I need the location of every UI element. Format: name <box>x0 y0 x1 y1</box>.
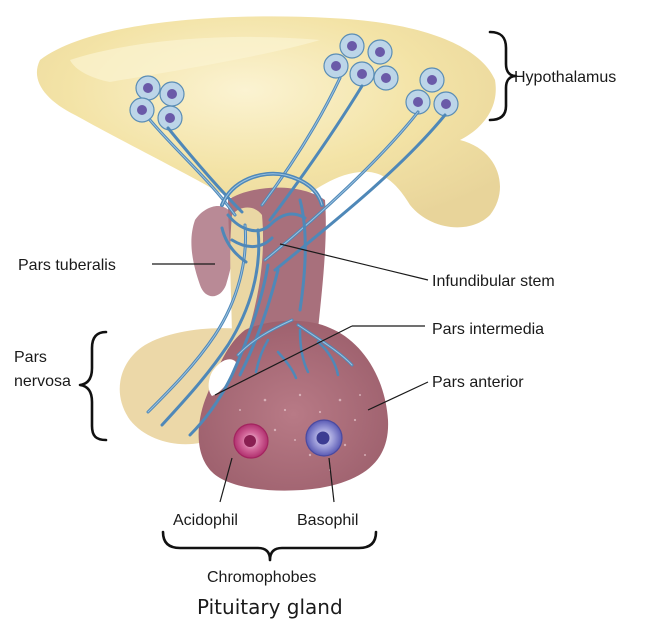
figure-caption: Pituitary gland <box>197 595 343 619</box>
basophil-cell <box>306 420 342 456</box>
pars-nervosa-brace <box>80 332 106 440</box>
label-acidophil: Acidophil <box>173 512 238 529</box>
label-infundibular-stem: Infundibular stem <box>432 273 555 290</box>
label-hypothalamus: Hypothalamus <box>514 69 616 86</box>
hypothalamus-brace <box>490 32 516 120</box>
label-basophil: Basophil <box>297 512 358 529</box>
label-pars-nervosa-line1: Pars <box>14 349 47 366</box>
chromophobes-brace <box>163 532 376 560</box>
acidophil-cell <box>234 424 268 458</box>
label-pars-anterior: Pars anterior <box>432 374 524 391</box>
label-pars-intermedia: Pars intermedia <box>432 321 544 338</box>
label-pars-tuberalis: Pars tuberalis <box>18 257 116 274</box>
pars-tuberalis-tissue <box>191 206 234 296</box>
label-chromophobes: Chromophobes <box>207 569 316 586</box>
label-pars-nervosa-line2: nervosa <box>14 373 71 390</box>
